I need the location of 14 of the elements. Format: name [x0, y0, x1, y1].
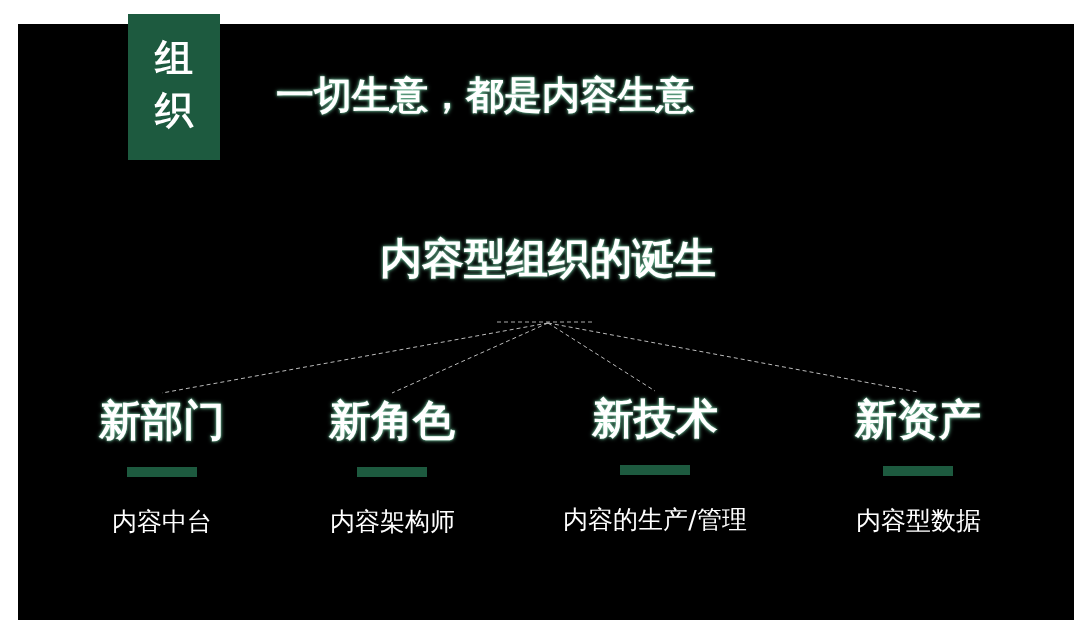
subtitle-text: 内容型组织的诞生 — [380, 234, 716, 284]
category-description: 内容架构师 — [329, 506, 455, 538]
category-description: 内容中台 — [112, 506, 212, 538]
connector-line — [391, 322, 549, 394]
category-description: 内容的生产/管理 — [563, 504, 747, 536]
connector-line — [547, 322, 656, 392]
page-title: 一切生意，都是内容生意 — [276, 72, 694, 118]
category-description: 内容型数据 — [855, 505, 981, 537]
heading-badge: 组织 — [128, 14, 220, 160]
category-heading: 新角色 — [329, 397, 455, 445]
category-heading: 新技术 — [592, 395, 718, 443]
category-heading: 新资产 — [855, 396, 981, 444]
connector-line — [547, 322, 919, 393]
category-heading: 新部门 — [99, 397, 225, 445]
